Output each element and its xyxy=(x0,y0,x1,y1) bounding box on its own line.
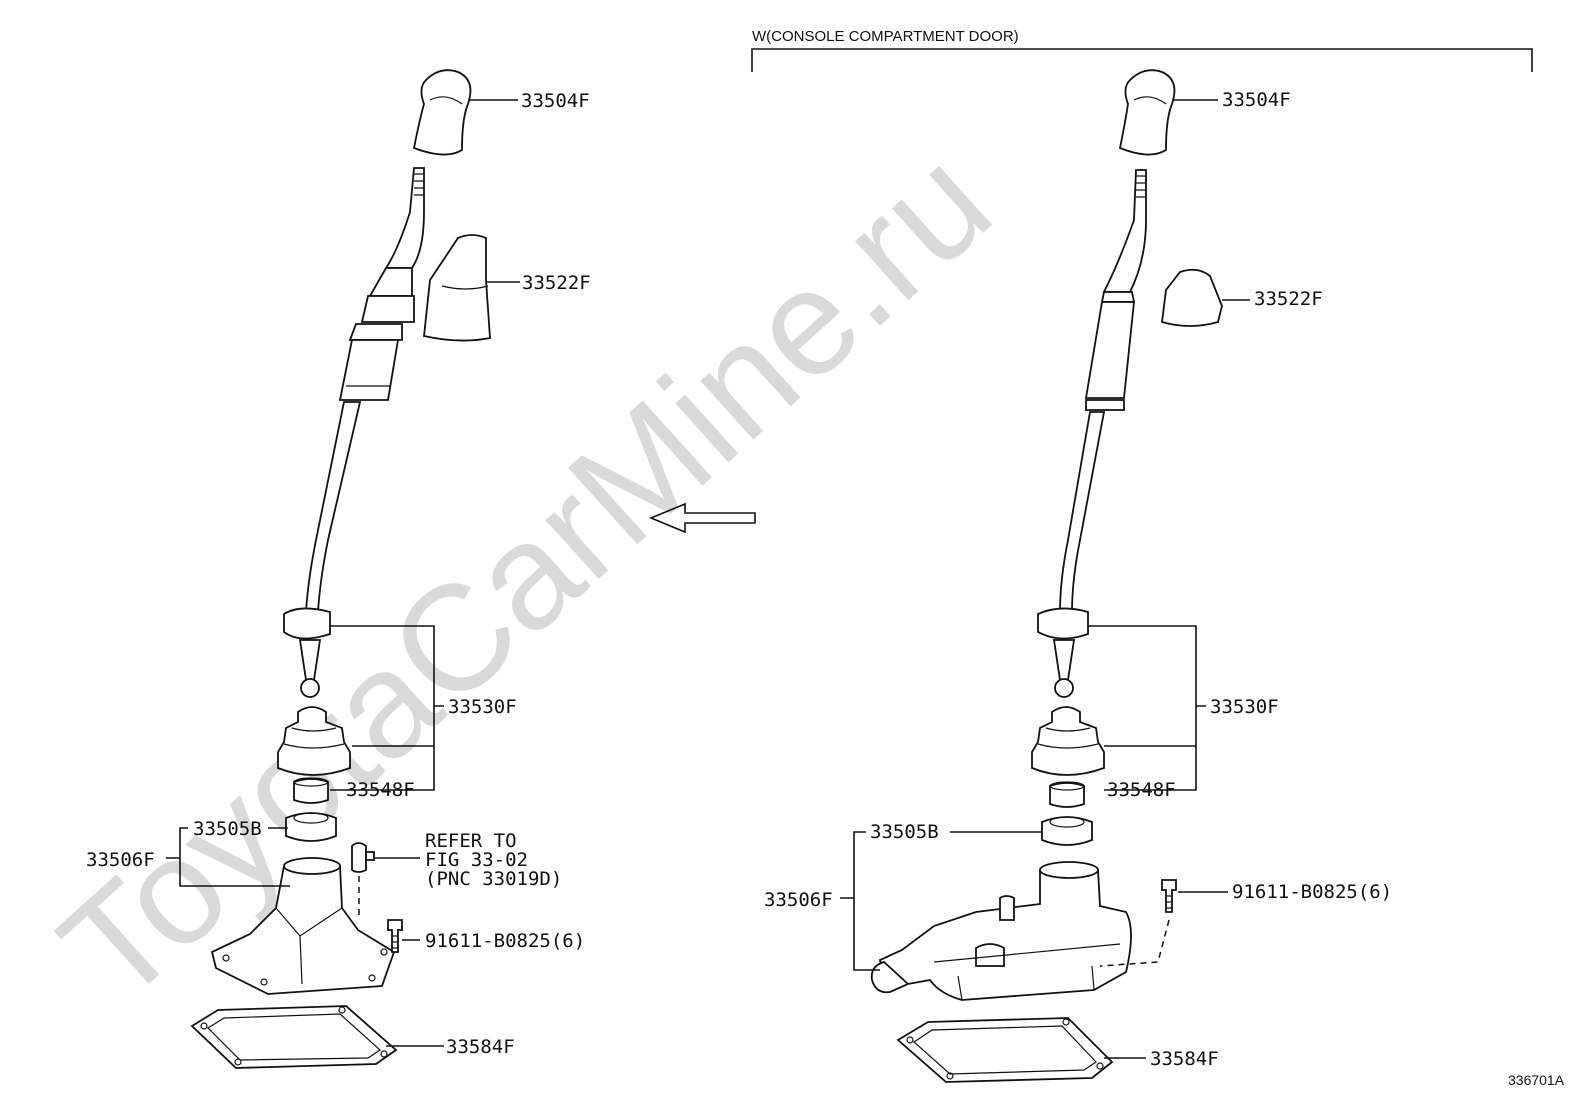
right-bushing-drawing xyxy=(1049,782,1085,808)
right-gasket-drawing xyxy=(896,1017,1114,1083)
right-label-bolt: 91611-B0825(6) xyxy=(1232,881,1392,903)
left-label-refer-1: REFER TO xyxy=(425,830,517,852)
right-label-gasket: 33584F xyxy=(1150,1048,1219,1070)
left-label-bolt: 91611-B0825(6) xyxy=(425,930,585,952)
left-shaft-lower xyxy=(305,401,362,613)
left-label-gasket: 33584F xyxy=(446,1036,515,1058)
left-bushing-drawing xyxy=(293,778,329,804)
left-boot-drawing xyxy=(277,706,351,776)
left-knob-drawing xyxy=(412,69,472,156)
left-assembly xyxy=(166,69,520,1069)
left-boot-cover-drawing xyxy=(423,234,491,342)
right-boot-drawing xyxy=(1031,706,1105,776)
header-bracket xyxy=(751,48,1533,72)
header-label: W(CONSOLE COMPARTMENT DOOR) xyxy=(752,28,1019,45)
left-label-seal: 33505B xyxy=(193,818,262,840)
watermark: ToyotaCarMine.ru xyxy=(29,117,1021,1034)
left-label-refer-3: (PNC 33019D) xyxy=(425,868,562,890)
right-label-lever-assy: 33530F xyxy=(1210,696,1279,718)
left-label-lever-assy: 33530F xyxy=(448,696,517,718)
right-knob-drawing xyxy=(1118,69,1176,156)
view-arrow-icon xyxy=(648,502,756,534)
figure-id: 336701A xyxy=(1508,1072,1565,1088)
right-shaft-upper xyxy=(1102,169,1147,293)
left-label-knob: 33504F xyxy=(521,90,590,112)
left-label-retainer: 33506F xyxy=(86,849,155,871)
left-gasket-drawing xyxy=(190,1005,398,1069)
right-shaft-lower xyxy=(1059,411,1106,613)
right-boot-cover-drawing xyxy=(1161,268,1223,327)
right-label-retainer: 33506F xyxy=(764,889,833,911)
left-seal-drawing xyxy=(285,812,337,842)
right-label-seal: 33505B xyxy=(870,821,939,843)
right-assembly xyxy=(840,69,1250,1083)
right-label-boot-cover: 33522F xyxy=(1254,288,1323,310)
left-label-refer-2: FIG 33-02 xyxy=(425,849,528,871)
left-shaft-upper xyxy=(384,167,425,269)
left-label-bushing: 33548F xyxy=(346,779,415,801)
right-seal-drawing xyxy=(1041,816,1093,846)
right-label-knob: 33504F xyxy=(1222,89,1291,111)
right-label-bushing: 33548F xyxy=(1107,779,1176,801)
left-label-boot-cover: 33522F xyxy=(522,272,591,294)
